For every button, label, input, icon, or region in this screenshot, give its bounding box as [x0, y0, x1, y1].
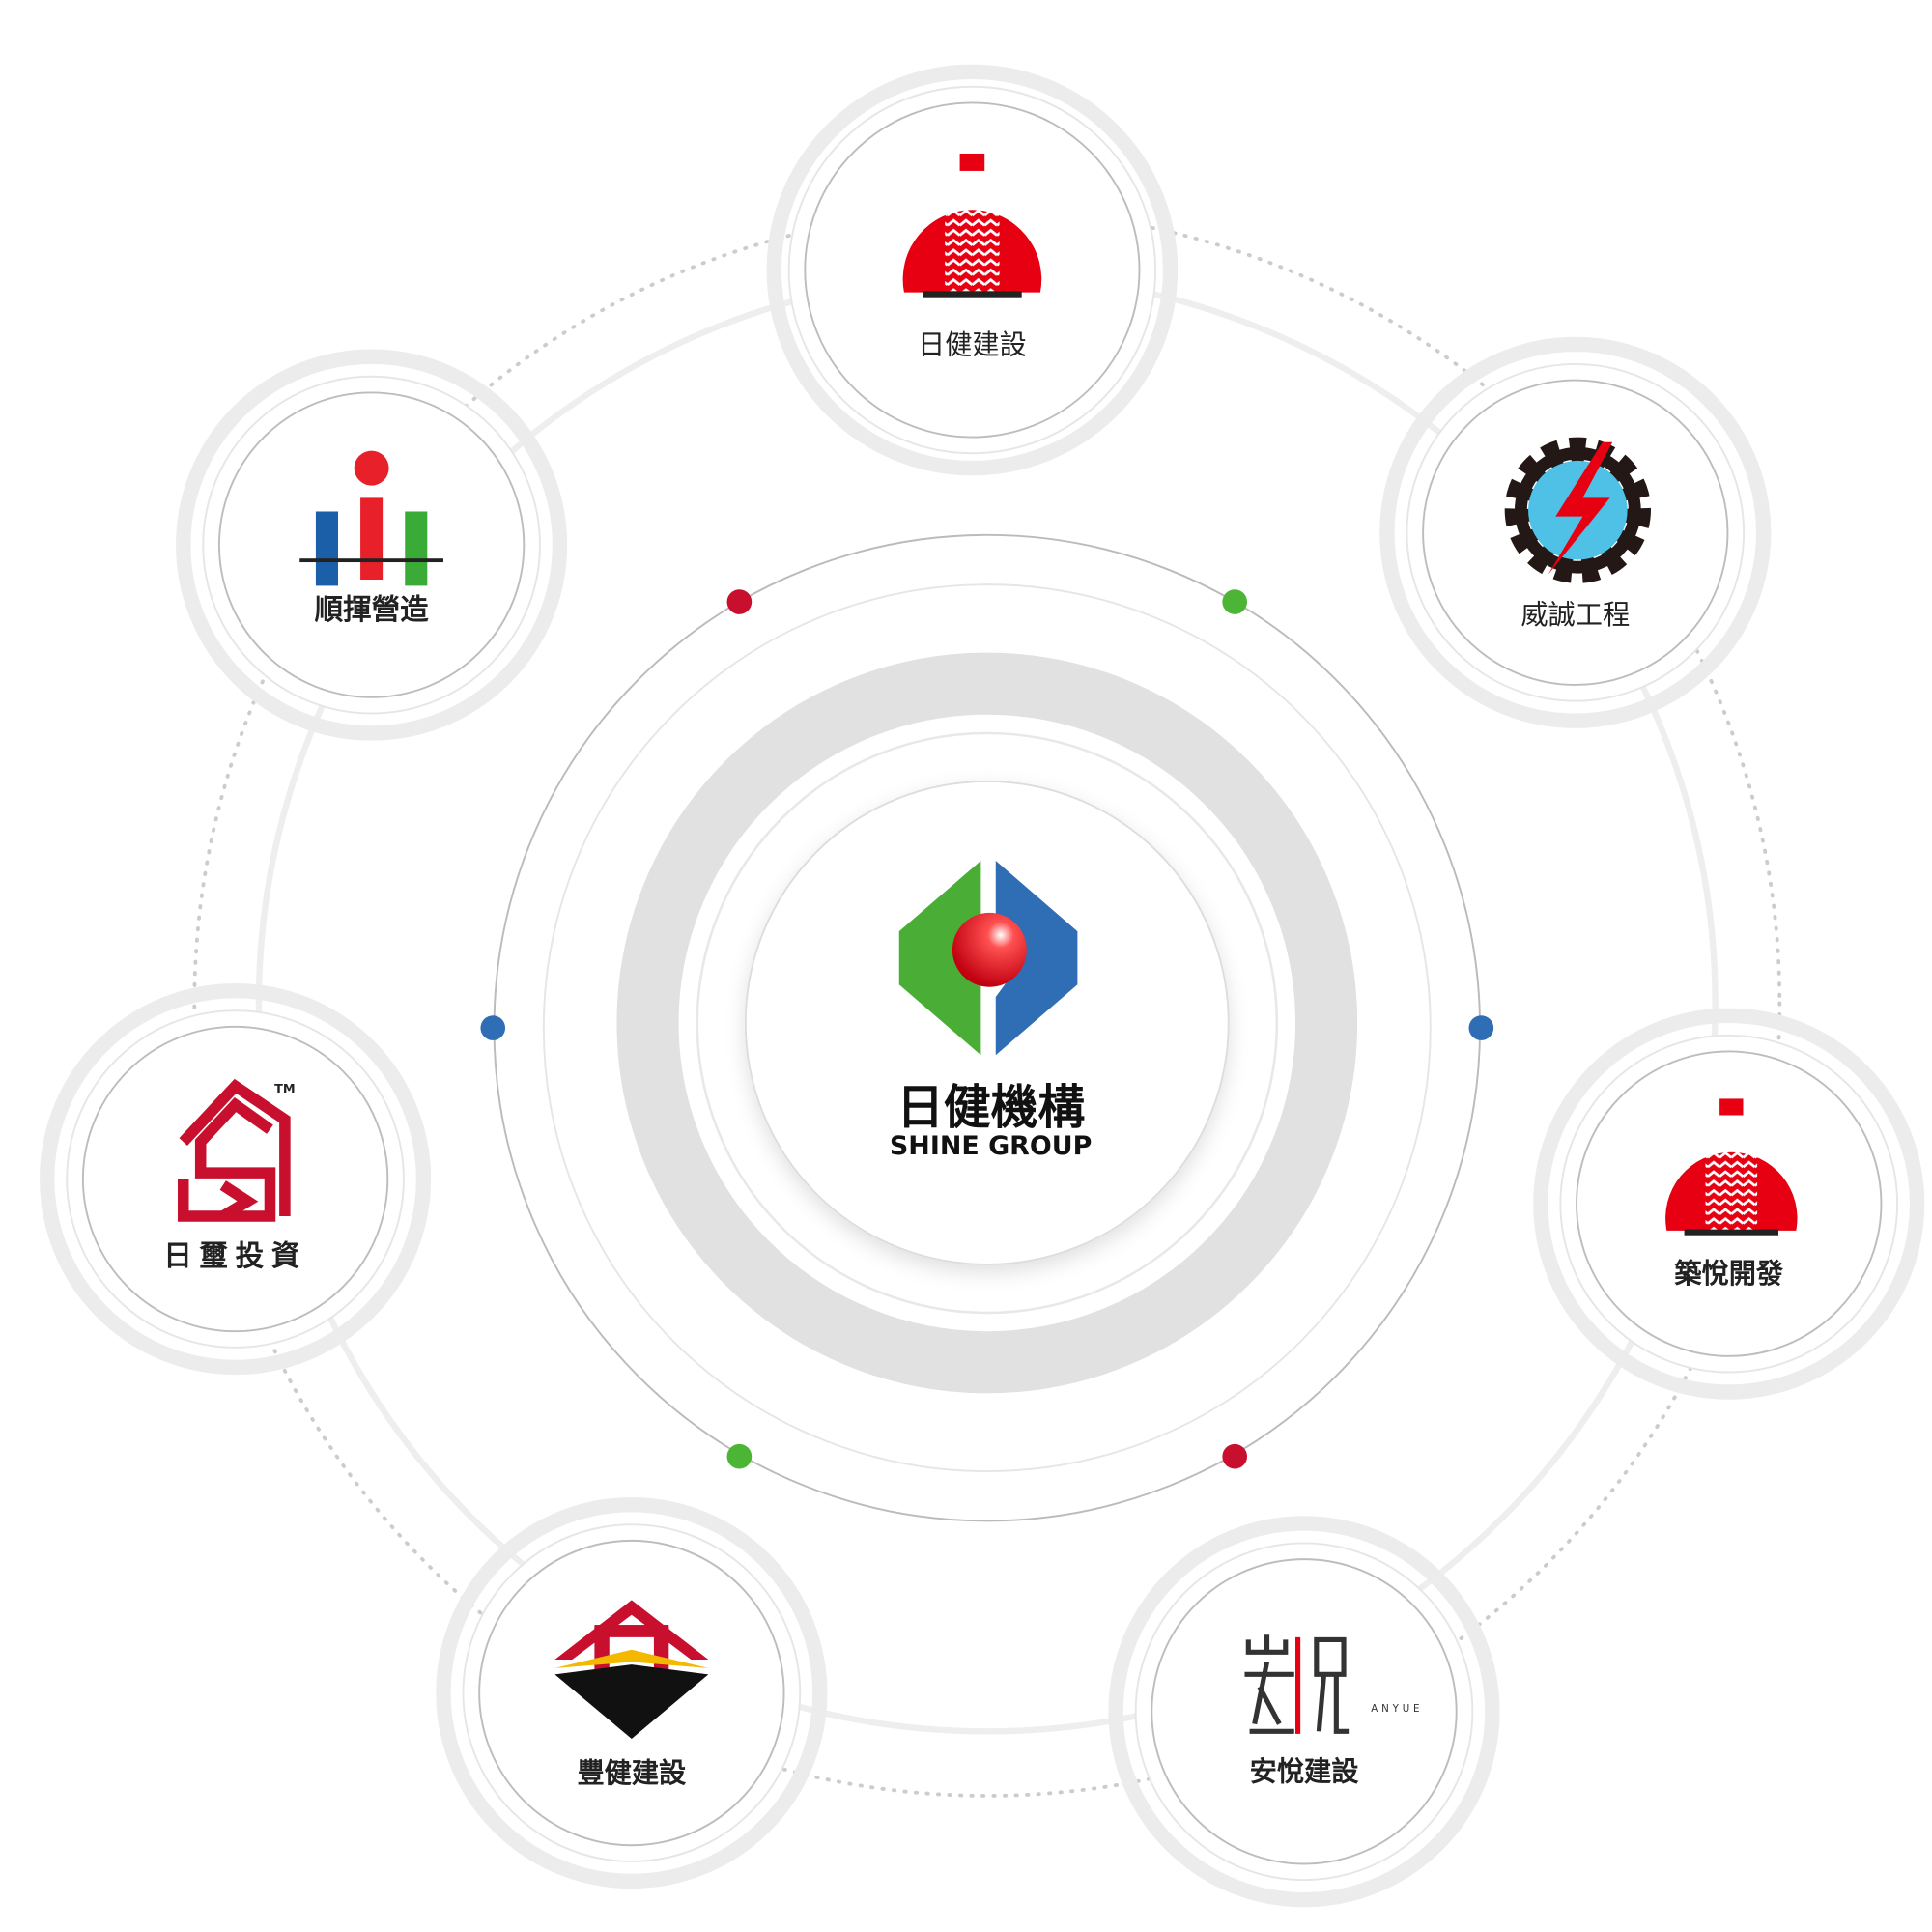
center-name-zh: 日健機構 — [896, 1081, 1085, 1135]
center-name-en: SHINE GROUP — [890, 1131, 1092, 1161]
dot-green — [1222, 589, 1248, 614]
logo-blue-shape — [995, 861, 1078, 1056]
shine-group-logo: 日健機構 SHINE GROUP — [890, 861, 1092, 1161]
company-label: 順揮營造 — [315, 593, 429, 626]
logo-green-shape — [898, 861, 981, 1056]
company-label: 日璽投資 — [163, 1239, 307, 1272]
gear-lightning-icon — [1504, 437, 1651, 583]
logo-red-ball — [952, 912, 1027, 987]
trademark: TM — [274, 1082, 296, 1096]
inner-orbit-light — [542, 583, 1432, 1473]
thick-ring — [616, 652, 1358, 1394]
center-disc — [744, 781, 1230, 1265]
company-node[interactable]: TM 日璽投資 — [40, 982, 432, 1376]
company-node[interactable]: 豐健建設 — [436, 1497, 828, 1889]
company-label: 豐健建設 — [577, 1757, 687, 1789]
company-label: 日健建設 — [918, 329, 1027, 361]
company-label: 安悅建設 — [1250, 1756, 1360, 1788]
dot-blue — [1468, 1015, 1494, 1040]
dot-blue — [480, 1015, 506, 1040]
orbit-dots — [480, 589, 1494, 1469]
anyue-logo-icon: ANYUE — [1244, 1634, 1423, 1734]
company-node[interactable]: 威誠工程 — [1379, 336, 1772, 728]
company-node[interactable]: 築悅開發 — [1533, 1008, 1925, 1400]
dot-green — [726, 1443, 753, 1469]
s-house-icon — [177, 1078, 291, 1222]
company-node[interactable]: ANYUE 安悅建設 — [1108, 1516, 1500, 1908]
company-node[interactable]: 日健建設 — [766, 64, 1179, 476]
red-dome-building-icon — [1665, 1098, 1798, 1236]
company-label: 築悅開發 — [1673, 1258, 1784, 1290]
dot-red — [1222, 1443, 1248, 1469]
company-label: 威誠工程 — [1520, 599, 1630, 631]
bar-figure-icon — [299, 450, 443, 586]
company-node[interactable]: 順揮營造 — [176, 349, 568, 741]
dot-red — [726, 589, 753, 614]
house-chevron-icon — [554, 1600, 709, 1739]
anyue-wordmark: ANYUE — [1371, 1703, 1423, 1715]
red-dome-building-icon — [902, 153, 1042, 298]
